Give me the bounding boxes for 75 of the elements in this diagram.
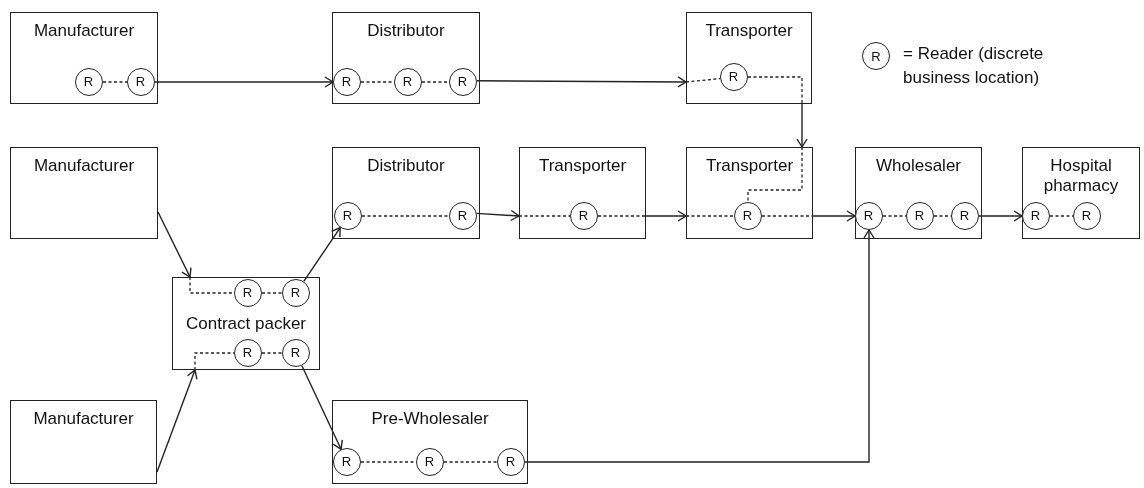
dotted-connector: [421, 81, 450, 83]
dotted-connector: [685, 215, 735, 217]
dotted-connector: [261, 292, 283, 294]
arrow: [301, 365, 343, 450]
box-heading: Pre-Wholesaler: [370, 409, 490, 429]
process-box: [10, 400, 157, 484]
process-box: [10, 147, 158, 239]
arrow: [303, 226, 341, 283]
box-heading: Distributor: [366, 156, 446, 176]
reader-circle: R: [448, 201, 477, 230]
reader-circle: R: [950, 201, 979, 230]
process-box: [686, 147, 813, 239]
reader-circle: R: [569, 201, 598, 230]
reader-circle: R: [281, 338, 310, 367]
process-box: [172, 277, 320, 370]
reader-circle: R: [1021, 201, 1050, 230]
dotted-connector: [361, 215, 450, 217]
reader-circle: R: [126, 67, 155, 96]
reader-circle: R: [74, 67, 103, 96]
arrow: [524, 229, 875, 463]
arrow: [156, 369, 198, 473]
reader-circle: R: [448, 67, 477, 96]
reader-circle: R: [333, 201, 362, 230]
box-heading: Wholesaler: [874, 156, 962, 176]
reader-circle: R: [496, 447, 525, 476]
box-heading: Manufacturer: [32, 21, 136, 41]
reader-circle: R: [733, 201, 762, 230]
arrow: [978, 210, 1023, 222]
arrow: [645, 210, 687, 222]
dotted-connector: [360, 461, 417, 463]
legend-text: = Reader (discrete business location): [903, 43, 1045, 89]
dotted-connector: [443, 461, 498, 463]
reader-circle: R: [905, 201, 934, 230]
process-box: [332, 400, 528, 484]
process-box: [332, 147, 480, 239]
reader-circle: R: [281, 278, 310, 307]
box-heading: Contract packer: [185, 314, 307, 334]
box-heading: Transporter: [704, 156, 795, 176]
box-heading: Hospital pharmacy: [1042, 156, 1120, 196]
reader-circle: R: [719, 62, 748, 91]
process-box: [686, 12, 812, 104]
process-box: [855, 147, 982, 239]
arrow: [154, 76, 334, 88]
reader-circle: R: [415, 447, 444, 476]
dotted-connector: [747, 146, 803, 203]
process-box: [1022, 147, 1140, 239]
box-heading: Manufacturer: [32, 156, 136, 176]
box-heading: Manufacturer: [32, 409, 135, 429]
reader-circle: R: [332, 447, 361, 476]
process-box: [332, 12, 480, 104]
reader-circle: R: [332, 67, 361, 96]
reader-circle: R: [854, 201, 883, 230]
reader-circle: R: [233, 338, 262, 367]
dotted-connector: [685, 77, 721, 83]
box-heading: Transporter: [704, 21, 794, 41]
arrow: [157, 211, 192, 278]
process-box: [519, 147, 646, 239]
arrow: [476, 209, 520, 222]
arrow: [796, 103, 808, 148]
dotted-connector: [261, 352, 283, 354]
dotted-connector: [360, 81, 395, 83]
dotted-connector: [597, 215, 647, 217]
legend-reader-circle: R: [862, 42, 890, 70]
dotted-connector: [518, 215, 571, 217]
reader-circle: R: [1072, 201, 1101, 230]
arrow: [812, 210, 856, 222]
process-box: [10, 12, 158, 104]
box-heading: Distributor: [366, 21, 446, 41]
arrow: [476, 76, 687, 88]
dotted-connector: [189, 276, 235, 294]
reader-circle: R: [393, 67, 422, 96]
dotted-connector: [102, 81, 128, 83]
box-heading: Transporter: [537, 156, 628, 176]
reader-circle: R: [233, 278, 262, 307]
dotted-connector: [747, 76, 803, 105]
